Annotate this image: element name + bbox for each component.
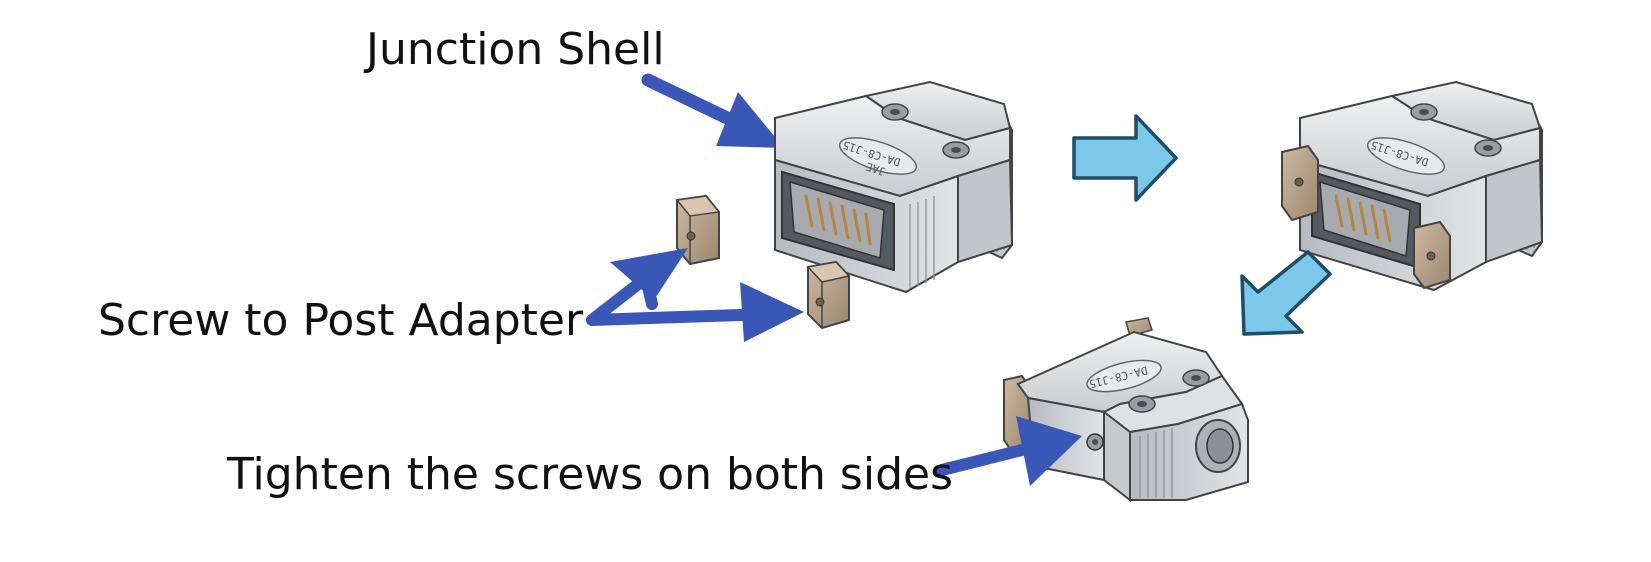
label-tighten-screws: Tighten the screws on both sides — [227, 449, 953, 500]
adapter-block-icon — [675, 194, 721, 266]
callout-arrow-icon — [586, 282, 804, 342]
callout-arrow-icon — [936, 416, 1082, 486]
label-screw-to-post-adapter: Screw to Post Adapter — [98, 295, 584, 346]
step-arrow-down-left-icon — [1240, 250, 1332, 336]
callout-arrow-icon — [641, 73, 784, 148]
junction-shell-icon: DA-C8-J15 JAE — [774, 80, 1014, 294]
label-junction-shell: Junction Shell — [366, 24, 665, 75]
callout-arrow-icon — [586, 248, 688, 326]
junction-shell-icon: DA-C8-J15 — [1281, 80, 1544, 292]
step-arrow-right-icon — [1072, 114, 1178, 202]
junction-shell-icon: DA-C8-J15 — [1003, 317, 1249, 503]
shell-brand: JAE — [864, 160, 887, 179]
adapter-block-icon — [806, 260, 851, 330]
